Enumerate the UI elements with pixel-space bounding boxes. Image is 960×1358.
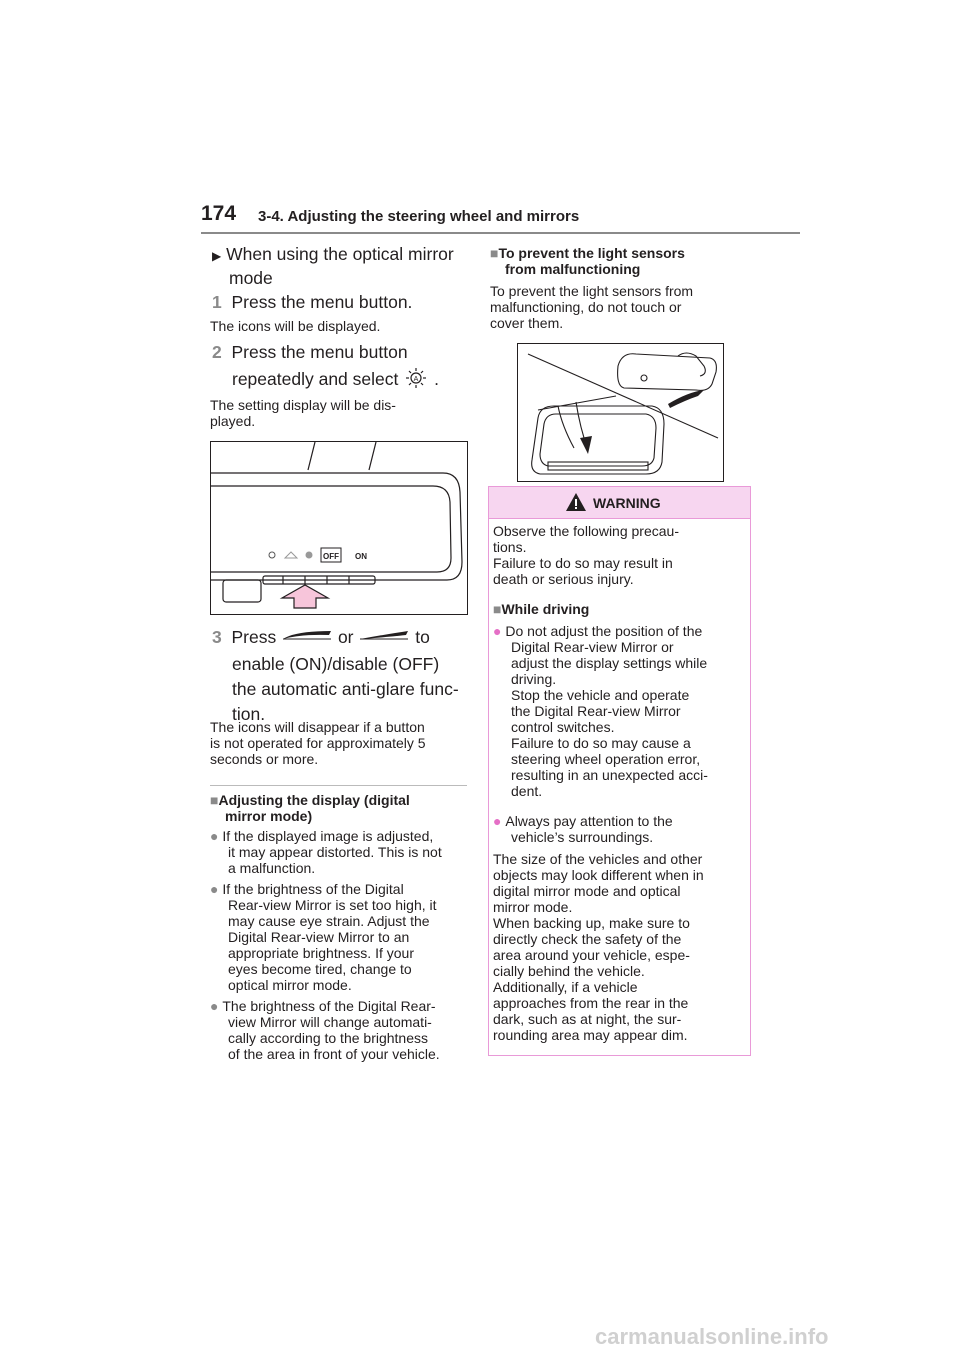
watermark: carmanualsonline.info	[595, 1324, 829, 1349]
step-3-note: The icons will disappear if a button is …	[210, 719, 426, 767]
light-sensor-figure	[517, 343, 724, 482]
adjust-display-heading: ■Adjusting the display (digital mirror m…	[210, 792, 410, 824]
figure-off-label: OFF	[323, 552, 339, 561]
step-1-note: The icons will be displayed.	[210, 318, 381, 334]
step-2-line2: repeatedly and select A .	[232, 367, 439, 389]
warning-closing: The size of the vehicles and other objec…	[493, 851, 704, 1043]
bullet-list: ● If the displayed image is adjusted,it …	[210, 828, 468, 1062]
page-number: 174	[201, 202, 237, 225]
square-bullet-icon: ■	[210, 792, 219, 808]
square-bullet-icon: ■	[493, 601, 502, 617]
list-item: ● If the displayed image is adjusted,it …	[210, 828, 442, 876]
step-3: 3 Press or to	[212, 625, 430, 647]
warning-triangle-icon	[566, 493, 586, 511]
warning-title: WARNING	[593, 495, 661, 511]
step-2-note: The setting display will be dis- played.	[210, 397, 396, 429]
warning-box: WARNING Observe the following precau- ti…	[488, 486, 751, 1056]
mode-heading: ▶ When using the optical mirror	[212, 244, 454, 264]
figure-on-label: ON	[355, 552, 367, 561]
setting-gear-icon: A	[403, 367, 429, 388]
sensor-heading: ■To prevent the light sensors from malfu…	[490, 245, 685, 277]
warning-header: WARNING	[489, 487, 750, 519]
pointer-arrow-icon	[279, 584, 331, 609]
circle-bullet-icon: ●	[493, 623, 502, 639]
header-rule	[201, 232, 800, 234]
list-item: ● The brightness of the Digital Rear-vie…	[210, 998, 440, 1062]
section-title: 3-4. Adjusting the steering wheel and mi…	[258, 208, 580, 225]
circle-bullet-icon: ●	[493, 813, 502, 829]
mode-heading-line2: mode	[229, 268, 273, 288]
circle-bullet-icon: ●	[210, 828, 219, 844]
step-2: 2 Press the menu button	[212, 342, 408, 362]
svg-text:A: A	[414, 376, 419, 383]
step-1: 1 Press the menu button.	[212, 292, 413, 312]
step-3-line2: enable (ON)/disable (OFF)	[232, 654, 440, 674]
section-divider	[210, 785, 467, 786]
step-3-line4: tion.	[232, 704, 266, 724]
circle-bullet-icon: ●	[210, 998, 219, 1014]
warning-subheading: ■While driving	[493, 601, 590, 617]
button-right-icon	[358, 625, 410, 640]
sensor-text: To prevent the light sensors from malfun…	[490, 283, 694, 331]
mirror-menu-figure: OFF ON	[210, 441, 468, 615]
step-3-line3: the automatic anti-glare func-	[232, 679, 459, 699]
triangle-bullet-icon: ▶	[212, 249, 222, 263]
square-bullet-icon: ■	[490, 245, 499, 261]
circle-bullet-icon: ●	[210, 881, 219, 897]
warning-intro: Observe the following precau- tions. Fai…	[493, 523, 679, 587]
button-left-icon	[281, 625, 333, 640]
figure-mode-icons	[268, 551, 313, 559]
